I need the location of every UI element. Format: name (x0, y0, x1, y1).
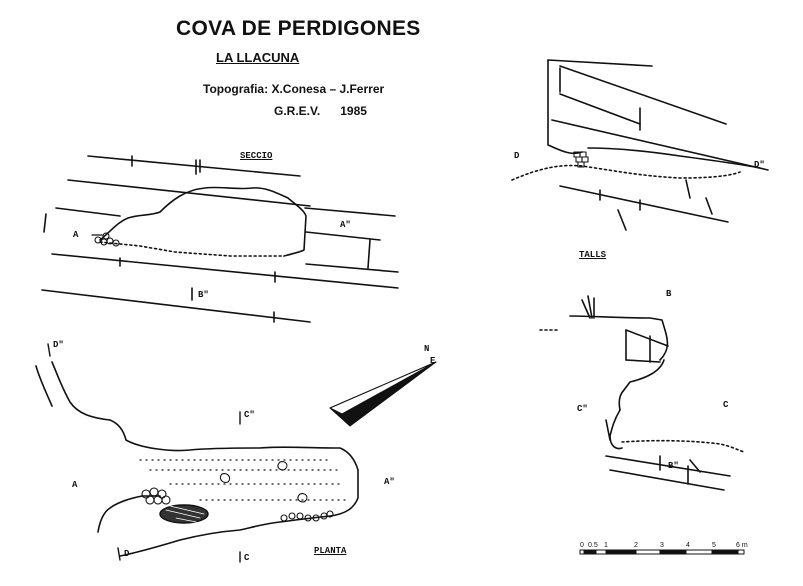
label-a-prime-plan: A" (384, 477, 395, 487)
topography-credit: Topografia: X.Conesa – J.Ferrer (203, 82, 385, 96)
label-a-prime-section: A" (340, 220, 351, 230)
label-b-talls: B (666, 289, 672, 299)
scale-tick-0: 0 (580, 542, 584, 549)
scale-tick-0-5: 0.5 (588, 542, 598, 549)
label-talls: TALLS (579, 250, 607, 260)
scale-tick-1: 1 (604, 542, 608, 549)
label-a-plan: A (72, 480, 78, 490)
label-c-plan: C (244, 553, 250, 563)
label-seccio: SECCIO (240, 151, 273, 161)
north-letter: N (424, 344, 430, 354)
label-d-talls: D (514, 151, 520, 161)
label-a-section: A (73, 230, 79, 240)
label-c-prime-talls: C" (577, 404, 588, 414)
drawing-title: COVA DE PERDIGONES (176, 17, 421, 40)
plan-view (35, 343, 359, 563)
label-c-prime-plan: C" (244, 410, 255, 420)
scale-tick-4: 4 (686, 542, 690, 549)
section-view (41, 155, 399, 323)
drawing-subtitle: LA LLACUNA (216, 50, 300, 65)
scale-bar (579, 549, 745, 555)
label-d-prime-talls: D" (754, 160, 765, 170)
label-b-prime-section: B" (198, 290, 209, 300)
cross-section-d (511, 59, 769, 231)
scale-tick-2: 2 (634, 542, 638, 549)
scale-tick-5: 5 (712, 542, 716, 549)
group-name: G.R.E.V. (274, 104, 321, 118)
north-arrow (329, 361, 437, 427)
scale-tick-6m: 6 m (736, 542, 748, 549)
label-planta: PLANTA (314, 546, 347, 556)
east-letter: E (430, 356, 436, 366)
group-credit: G.R.E.V. 1985 (274, 104, 367, 118)
survey-year: 1985 (340, 104, 367, 118)
label-d-plan: D (124, 549, 130, 559)
label-d-prime-plan: D" (53, 340, 64, 350)
scale-tick-3: 3 (660, 542, 664, 549)
cross-section-b-c (539, 295, 745, 491)
label-b-prime-talls: B" (668, 461, 679, 471)
label-c-talls: C (723, 400, 729, 410)
